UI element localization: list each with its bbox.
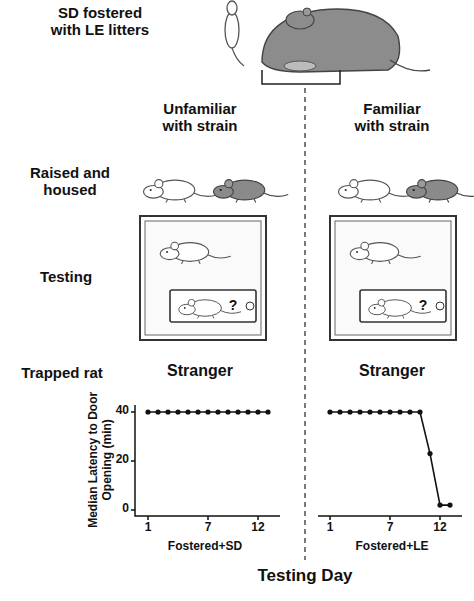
question-mark: ?	[415, 297, 431, 313]
data-point	[397, 409, 402, 414]
data-point	[225, 409, 230, 414]
arena	[140, 216, 266, 340]
data-point	[437, 503, 442, 508]
axis-tick: 20	[101, 453, 129, 467]
bracket	[262, 70, 340, 84]
series-line	[330, 412, 450, 505]
data-point	[357, 409, 362, 414]
data-point	[195, 409, 200, 414]
chart-axes	[131, 405, 462, 520]
data-point	[377, 409, 382, 414]
axis-tick: 7	[378, 521, 402, 535]
axis-label: Fostered+LE	[332, 540, 452, 554]
data-point	[185, 409, 190, 414]
data-point	[205, 409, 210, 414]
axis-tick: 1	[318, 521, 342, 535]
data-point	[215, 409, 220, 414]
data-point	[367, 409, 372, 414]
data-point	[255, 409, 260, 414]
data-point	[417, 409, 422, 414]
axis-tick: 12	[428, 521, 452, 535]
axis-title: Testing Day	[225, 566, 385, 586]
data-point	[337, 409, 342, 414]
axis-label: Fostered+SD	[145, 540, 265, 554]
row-label: Trapped rat	[2, 364, 122, 381]
data-point	[387, 409, 392, 414]
data-point	[245, 409, 250, 414]
axis-tick: 0	[101, 502, 129, 516]
data-point	[347, 409, 352, 414]
data-point	[265, 409, 270, 414]
axis-tick: 7	[196, 521, 220, 535]
axis-tick: 12	[246, 521, 270, 535]
condition-label: Stranger	[332, 362, 452, 380]
arena	[330, 216, 456, 340]
data-point	[165, 409, 170, 414]
axis-title: Median Latency to Door Opening (min)	[87, 385, 115, 535]
question-mark: ?	[225, 297, 241, 313]
divider	[304, 88, 305, 560]
data-point	[407, 409, 412, 414]
row-label: Raised and housed	[15, 164, 125, 199]
data-point	[175, 409, 180, 414]
condition-label: Stranger	[140, 362, 260, 380]
data-point	[235, 409, 240, 414]
data-point	[327, 409, 332, 414]
data-point	[427, 451, 432, 456]
axis-tick: 1	[136, 521, 160, 535]
pup-illustration	[225, 1, 244, 66]
data-series	[145, 409, 452, 507]
axis-tick: 40	[101, 404, 129, 418]
row-label: SD fostered with LE litters	[46, 4, 154, 39]
column-label: Unfamiliar with strain	[158, 100, 243, 135]
row-label: Testing	[11, 268, 121, 285]
column-label: Familiar with strain	[350, 100, 435, 135]
data-point	[447, 503, 452, 508]
data-point	[155, 409, 160, 414]
data-point	[145, 409, 150, 414]
mother-illustration	[262, 8, 430, 72]
